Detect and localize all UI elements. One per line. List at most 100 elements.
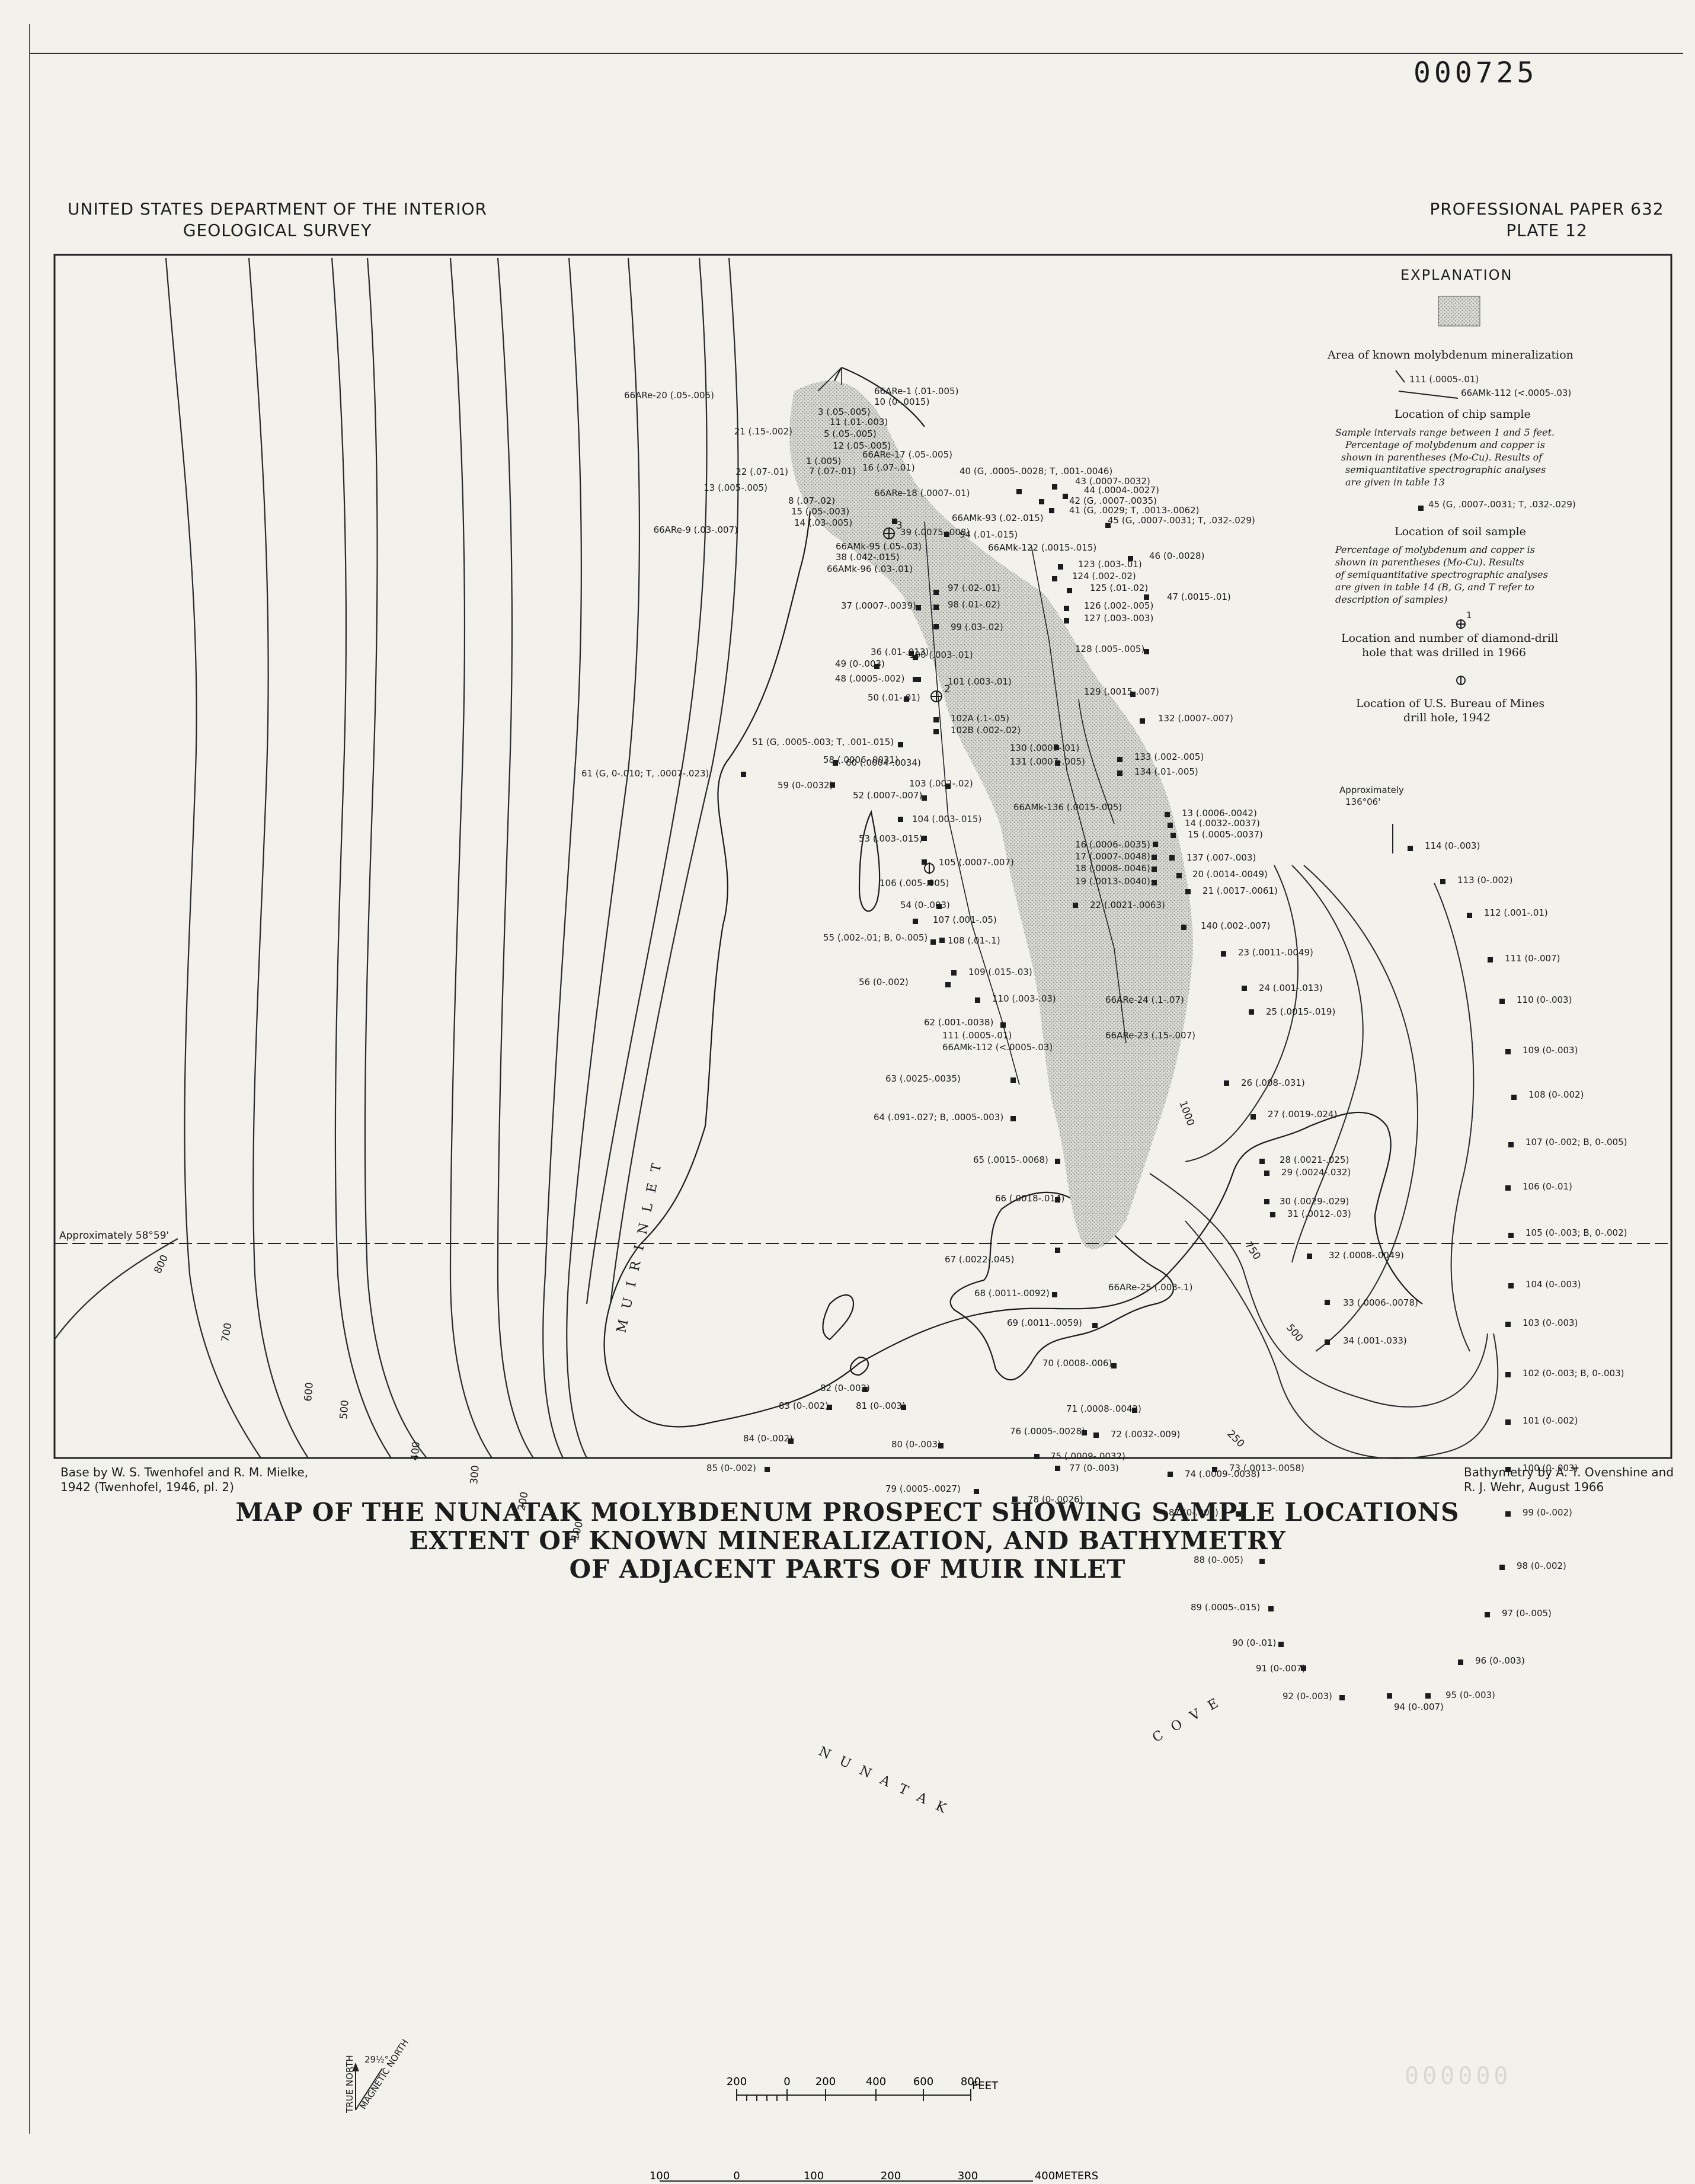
soil-sample-label: 94 (.01-.015) <box>960 529 1018 540</box>
chip-sample-label: 111 (.0005-.01) <box>942 1030 1012 1041</box>
traverse-line <box>1031 545 1127 1044</box>
soil-sample-label: 68 (.0011-.0092) <box>974 1288 1050 1299</box>
chip-sample-label: 1 (.005) <box>806 456 841 466</box>
soil-sample-marker <box>1221 951 1226 957</box>
soil-sample-marker <box>916 605 921 610</box>
soil-sample-marker <box>1236 1511 1241 1517</box>
soil-sample-marker <box>1064 618 1069 623</box>
sample-layer: 66ARe-20 (.05-.005)66ARe-1 (.01-.005)10 … <box>581 367 1627 1712</box>
soil-sample-label: 134 (.01-.005) <box>1134 766 1198 777</box>
soil-sample-label: 47 (.0015-.01) <box>1167 591 1231 602</box>
map-frame <box>53 254 1672 1459</box>
soil-sample-label: 88 (0-.005) <box>1194 1555 1243 1565</box>
soil-sample-marker <box>1153 842 1158 847</box>
soil-sample-label: 18 (.0008-.0046) <box>1075 863 1150 874</box>
professional-paper: PROFESSIONAL PAPER 632 <box>1429 199 1664 219</box>
soil-sample-marker <box>1488 957 1493 963</box>
soil-sample-marker <box>945 784 951 789</box>
legend-chip-symbol <box>1395 370 1405 383</box>
soil-sample-marker <box>916 677 921 682</box>
depth-label: 700 <box>219 1322 234 1342</box>
soil-sample-label: 100 (.003-.01) <box>909 650 973 660</box>
soil-sample-marker <box>933 605 939 610</box>
soil-sample-label: 101 (0-.002) <box>1523 1415 1578 1426</box>
soil-sample-marker <box>1440 879 1445 884</box>
soil-sample-label: 132 (.0007-.007) <box>1158 713 1233 724</box>
soil-sample-label: 32 (.0008-.0049) <box>1329 1250 1404 1261</box>
depth-label: 400 <box>409 1441 423 1461</box>
muir-inlet-label: M U I R I N L E T <box>614 1159 665 1334</box>
soil-sample-marker <box>1185 889 1191 894</box>
chip-sample-label: 66ARe-17 (.05-.005) <box>862 449 952 460</box>
soil-sample-marker <box>1063 494 1068 499</box>
soil-sample-marker <box>1508 1233 1514 1238</box>
legend-stipple-swatch <box>1438 296 1480 327</box>
soil-sample-label: 51 (G, .0005-.003; T, .001-.015) <box>752 737 894 747</box>
soil-sample-marker <box>1092 1323 1098 1328</box>
soil-sample-marker <box>1152 880 1157 885</box>
soil-sample-label: 74 (.0009-.0038) <box>1185 1469 1260 1479</box>
soil-sample-label: 112 (.001-.01) <box>1484 907 1548 918</box>
soil-sample-label: 97 (.02-.01) <box>948 583 1000 593</box>
soil-sample-marker <box>1152 866 1157 872</box>
soil-sample-marker <box>1117 770 1122 776</box>
soil-sample-label: 67 (.0022-.045) <box>945 1254 1014 1265</box>
legend-chip-symbol <box>1398 391 1459 399</box>
soil-sample-marker <box>951 970 957 976</box>
legend-soil-desc: description of samples) <box>1335 594 1447 605</box>
chip-sample-label: 11 (.01-.003) <box>830 417 888 427</box>
soil-sample-label: 108 (0-.002) <box>1528 1089 1584 1100</box>
soil-sample-label: 137 (.007-.003) <box>1186 852 1256 863</box>
chip-sample-label: 66AMk-136 (.0015-.005) <box>1013 802 1122 813</box>
soil-sample-label: 96 (0-.003) <box>1475 1655 1525 1666</box>
soil-sample-marker <box>898 817 903 822</box>
agency-line-2: GEOLOGICAL SURVEY <box>183 220 372 240</box>
soil-sample-marker <box>1054 745 1059 750</box>
cove-depth-contours <box>1149 865 1499 1459</box>
contour-line <box>1185 1220 1499 1459</box>
soil-sample-marker <box>933 729 939 734</box>
soil-sample-label: 59 (0-.0032) <box>778 780 833 791</box>
soil-sample-marker <box>922 859 927 865</box>
soil-sample-label: 69 (.0011-.0059) <box>1007 1318 1082 1328</box>
meter-tick-label: 300 <box>958 2170 978 2182</box>
contour-line <box>586 257 708 1304</box>
soil-sample-label: 108 (.01-.1) <box>948 935 1000 946</box>
base-credit-line-1: Base by W. S. Twenhofel and R. M. Mielke… <box>60 1465 309 1479</box>
soil-sample-label: 128 (.005-.005) <box>1075 644 1144 654</box>
soil-sample-label: 107 (.001-.05) <box>933 914 997 925</box>
soil-sample-marker <box>1152 855 1157 860</box>
bathymetry-credit: Bathymetry by A. T. Ovenshine and R. J. … <box>1464 1465 1674 1495</box>
soil-sample-label: 103 (0-.003) <box>1523 1318 1578 1328</box>
feet-tick-label: 200 <box>815 2076 836 2088</box>
contour-line <box>1185 865 1299 1162</box>
soil-sample-marker <box>1467 913 1472 918</box>
drill-hole: 3 <box>883 520 903 539</box>
soil-sample-label: 43 (.0007-.0032) <box>1075 476 1150 487</box>
cove-label: C O V E <box>1150 1694 1224 1746</box>
latitude-label: Approximately 58°59' <box>59 1230 169 1242</box>
svg-text:3: 3 <box>896 520 903 532</box>
soil-sample-marker <box>1181 925 1186 930</box>
soil-sample-label: 37 (.0007-.0039) <box>841 600 916 611</box>
soil-sample-marker <box>741 772 746 777</box>
depth-label: 500 <box>1284 1322 1305 1344</box>
soil-sample-marker <box>1301 1665 1306 1671</box>
small-island <box>822 1294 855 1341</box>
soil-sample-marker <box>1339 1695 1345 1700</box>
soil-sample-label: 48 (.0005-.002) <box>835 673 904 684</box>
north-arrow: 29½° TRUE NORTH MAGNETIC NORTH <box>344 2038 411 2113</box>
title-line-1: MAP OF THE NUNATAK MOLYBDENUM PROSPECT S… <box>235 1498 1460 1527</box>
magnetic-north-line <box>355 2068 383 2111</box>
soil-sample-label: 42 (G, .0007-.0035) <box>1069 495 1157 506</box>
soil-sample-marker <box>975 997 980 1003</box>
soil-sample-marker <box>1055 1159 1060 1164</box>
soil-sample-label: 140 (.002-.007) <box>1201 920 1270 931</box>
longitude-label-2: 136°06' <box>1345 797 1380 807</box>
soil-sample-marker <box>933 624 939 629</box>
soil-sample-marker <box>1505 1419 1511 1425</box>
contour-line <box>364 257 427 1459</box>
soil-sample-marker <box>1000 1022 1006 1028</box>
soil-sample-label: 84 (0-.002) <box>743 1433 793 1444</box>
soil-sample-label: 31 (.0012-.03) <box>1287 1208 1351 1219</box>
